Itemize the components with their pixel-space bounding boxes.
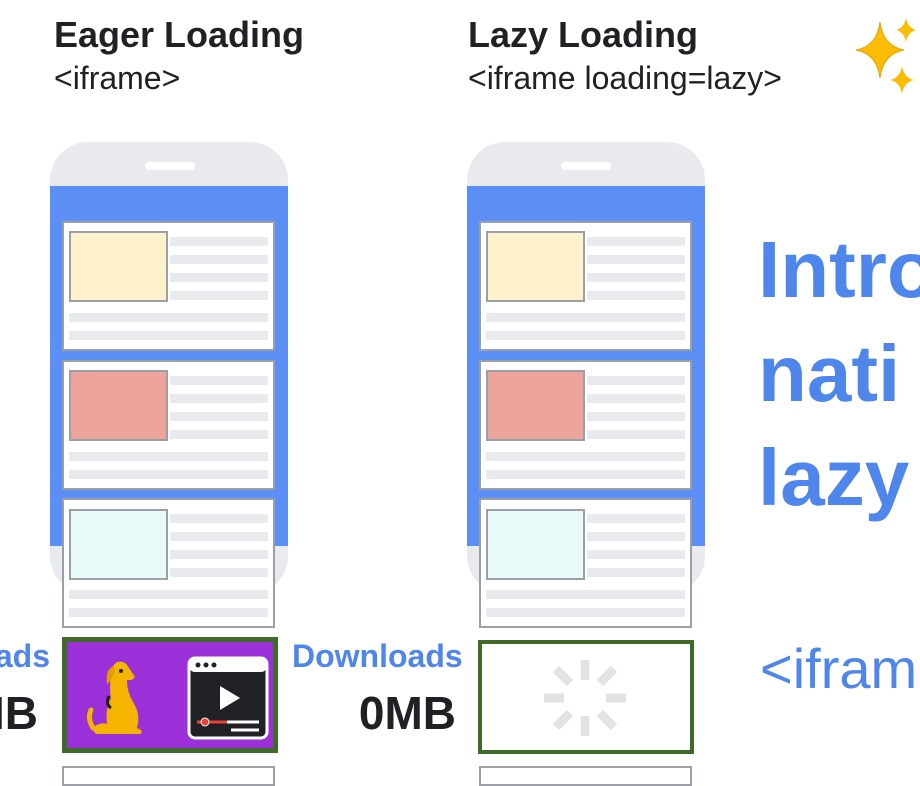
lazy-downloads-value: 0MB bbox=[358, 687, 456, 739]
lazy-card-1 bbox=[479, 221, 692, 351]
card-image-placeholder bbox=[486, 231, 585, 302]
iframe-snippet: <ifram bbox=[760, 637, 918, 700]
eager-card-4 bbox=[62, 766, 275, 786]
headline-line-2: nati bbox=[758, 329, 901, 418]
eager-card-1 bbox=[62, 221, 275, 351]
eager-loading-title: Eager Loading bbox=[54, 14, 305, 55]
video-player-icon bbox=[187, 656, 269, 740]
eager-card-3 bbox=[62, 498, 275, 628]
card-image-placeholder bbox=[69, 231, 168, 302]
lazy-loading-title: Lazy Loading bbox=[468, 14, 699, 55]
loading-spinner-icon bbox=[544, 660, 626, 736]
card-image-placeholder bbox=[69, 509, 168, 580]
eager-card-2 bbox=[62, 360, 275, 490]
dog-icon bbox=[87, 661, 142, 734]
headline-line-1: Intro bbox=[758, 225, 920, 314]
lazy-iframe-placeholder bbox=[478, 640, 694, 754]
eager-downloads-value: IB bbox=[0, 687, 38, 739]
eager-downloads-label: ads bbox=[0, 638, 50, 674]
eager-iframe-embed bbox=[62, 637, 278, 753]
lazy-phone-speaker bbox=[561, 162, 611, 170]
card-image-placeholder bbox=[69, 370, 168, 441]
eager-loading-code: <iframe> bbox=[54, 60, 181, 96]
headline-line-3: lazy bbox=[758, 433, 910, 522]
lazy-card-2 bbox=[479, 360, 692, 490]
card-image-placeholder bbox=[486, 509, 585, 580]
eager-phone-speaker bbox=[145, 162, 195, 170]
lazy-downloads-label: Downloads bbox=[292, 638, 463, 674]
lazy-card-4 bbox=[479, 766, 692, 786]
card-image-placeholder bbox=[486, 370, 585, 441]
video-embed-content bbox=[67, 642, 273, 748]
lazy-card-3 bbox=[479, 498, 692, 628]
sparkles-icon bbox=[855, 18, 916, 94]
lazy-loading-code: <iframe loading=lazy> bbox=[468, 60, 782, 96]
